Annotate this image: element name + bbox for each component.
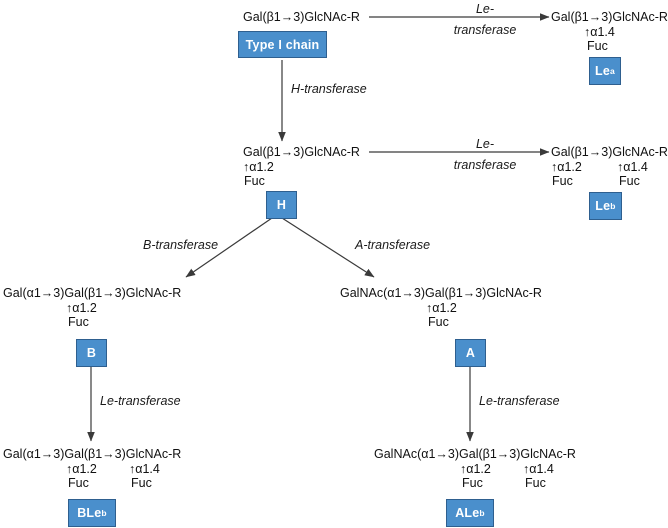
enzyme-label-b-transferase: B-transferase	[143, 238, 219, 252]
structure-lea: Gal(β1→3)GlcNAc-R ↑α1.4 Fuc	[551, 10, 668, 54]
node-label-leb: Le	[595, 199, 611, 213]
structure-link-aleb-1: ↑α1.2	[460, 461, 491, 476]
structure-link-b-1: ↑α1.2	[66, 300, 97, 315]
structure-fuc-row-b: Fuc	[3, 315, 181, 330]
enzyme-label-h-transferase: H-transferase	[291, 82, 367, 96]
enzyme-label-le-top-1: Le-	[475, 2, 495, 16]
structure-main-leb: Gal(β1→3)GlcNAc-R	[551, 145, 668, 159]
enzyme-a-transferase: A-transferase	[355, 238, 430, 253]
enzyme-h-transferase: H-transferase	[291, 82, 367, 97]
structure-fuc-row-h: Fuc	[243, 174, 360, 189]
structure-link-lea-1: ↑α1.4	[584, 24, 615, 39]
structure-fuc-leb-1: Fuc	[552, 174, 573, 188]
structure-fuc-leb-2: Fuc	[619, 174, 640, 188]
node-label-lea: Le	[595, 64, 611, 78]
structure-link-leb-2: ↑α1.4	[617, 159, 648, 174]
enzyme-label-le-mid-2: transferase	[453, 158, 517, 172]
enzyme-le-transferase-top-line1: Le-	[430, 2, 540, 17]
structure-link-h-1: ↑α1.2	[243, 159, 274, 174]
enzyme-le-transferase-mid-line2: transferase	[430, 158, 540, 173]
structure-bleb: Gal(α1→3)Gal(β1→3)GlcNAc-R ↑α1.2 ↑α1.4 F…	[3, 447, 181, 491]
structure-b: Gal(α1→3)Gal(β1→3)GlcNAc-R ↑α1.2 Fuc	[3, 286, 181, 330]
structure-main-b: Gal(α1→3)Gal(β1→3)GlcNAc-R	[3, 286, 182, 300]
node-h[interactable]: H	[266, 191, 297, 219]
structure-main-bleb: Gal(α1→3)Gal(β1→3)GlcNAc-R	[3, 447, 182, 461]
structure-main-h: Gal(β1→3)GlcNAc-R	[243, 145, 360, 159]
node-a[interactable]: A	[455, 339, 486, 367]
structure-fuc-b-1: Fuc	[68, 315, 89, 329]
node-type-i-chain[interactable]: Type I chain	[238, 31, 327, 58]
structure-fuc-aleb-2: Fuc	[525, 476, 546, 490]
structure-fuc-row-a: Fuc	[340, 315, 542, 330]
enzyme-label-le-top-2: transferase	[453, 23, 517, 37]
node-label-bleb: BLe	[77, 506, 102, 520]
structure-fuc-row-leb: Fuc Fuc	[551, 174, 668, 189]
enzyme-label-le-mid-1: Le-	[475, 137, 495, 151]
node-label-b: B	[86, 346, 97, 360]
structure-main-type1: Gal(β1→3)GlcNAc-R	[243, 10, 360, 24]
structure-fuc-lea-1: Fuc	[587, 39, 608, 53]
structure-link-row-h: ↑α1.2	[243, 160, 360, 175]
structure-link-row-b: ↑α1.2	[3, 301, 181, 316]
node-label-h: H	[276, 198, 287, 212]
structure-main-aleb: GalNAc(α1→3)Gal(β1→3)GlcNAc-R	[374, 447, 576, 461]
structure-link-bleb-1: ↑α1.2	[66, 461, 97, 476]
structure-aleb: GalNAc(α1→3)Gal(β1→3)GlcNAc-R ↑α1.2 ↑α1.…	[374, 447, 576, 491]
enzyme-label-le-right-bottom: Le-transferase	[479, 394, 560, 408]
structure-main-a: GalNAc(α1→3)Gal(β1→3)GlcNAc-R	[340, 286, 542, 300]
enzyme-le-transferase-mid-line1: Le-	[430, 137, 540, 152]
structure-fuc-bleb-1: Fuc	[68, 476, 89, 490]
structure-leb: Gal(β1→3)GlcNAc-R ↑α1.2 ↑α1.4 Fuc Fuc	[551, 145, 668, 189]
structure-a: GalNAc(α1→3)Gal(β1→3)GlcNAc-R ↑α1.2 Fuc	[340, 286, 542, 330]
structure-link-row-aleb: ↑α1.2 ↑α1.4	[374, 462, 576, 477]
enzyme-label-le-left-bottom: Le-transferase	[100, 394, 181, 408]
structure-fuc-row-aleb: Fuc Fuc	[374, 476, 576, 491]
node-b[interactable]: B	[76, 339, 107, 367]
structure-link-row-leb: ↑α1.2 ↑α1.4	[551, 160, 668, 175]
enzyme-le-transferase-right-bottom: Le-transferase	[479, 394, 560, 409]
structure-fuc-a-1: Fuc	[428, 315, 449, 329]
structure-fuc-aleb-1: Fuc	[462, 476, 483, 490]
structure-fuc-h-1: Fuc	[244, 174, 265, 188]
structure-fuc-row-bleb: Fuc Fuc	[3, 476, 181, 491]
node-label-type-i-chain: Type I chain	[245, 37, 320, 52]
structure-type1-chain: Gal(β1→3)GlcNAc-R	[243, 10, 360, 25]
structure-link-aleb-2: ↑α1.4	[523, 461, 554, 476]
structure-h: Gal(β1→3)GlcNAc-R ↑α1.2 Fuc	[243, 145, 360, 189]
node-label-aleb: ALe	[455, 506, 480, 520]
enzyme-le-transferase-left-bottom: Le-transferase	[100, 394, 181, 409]
structure-link-bleb-2: ↑α1.4	[129, 461, 160, 476]
enzyme-b-transferase: B-transferase	[143, 238, 218, 253]
structure-main-lea: Gal(β1→3)GlcNAc-R	[551, 10, 668, 24]
structure-link-row-lea: ↑α1.4	[551, 25, 668, 40]
node-label-a: A	[465, 346, 476, 360]
structure-link-a-1: ↑α1.2	[426, 300, 457, 315]
structure-fuc-bleb-2: Fuc	[131, 476, 152, 490]
structure-link-row-bleb: ↑α1.2 ↑α1.4	[3, 462, 181, 477]
structure-link-leb-1: ↑α1.2	[551, 159, 582, 174]
enzyme-label-a-transferase: A-transferase	[355, 238, 431, 252]
structure-link-row-a: ↑α1.2	[340, 301, 542, 316]
structure-fuc-row-lea: Fuc	[551, 39, 668, 54]
enzyme-le-transferase-top-line2: transferase	[430, 23, 540, 38]
